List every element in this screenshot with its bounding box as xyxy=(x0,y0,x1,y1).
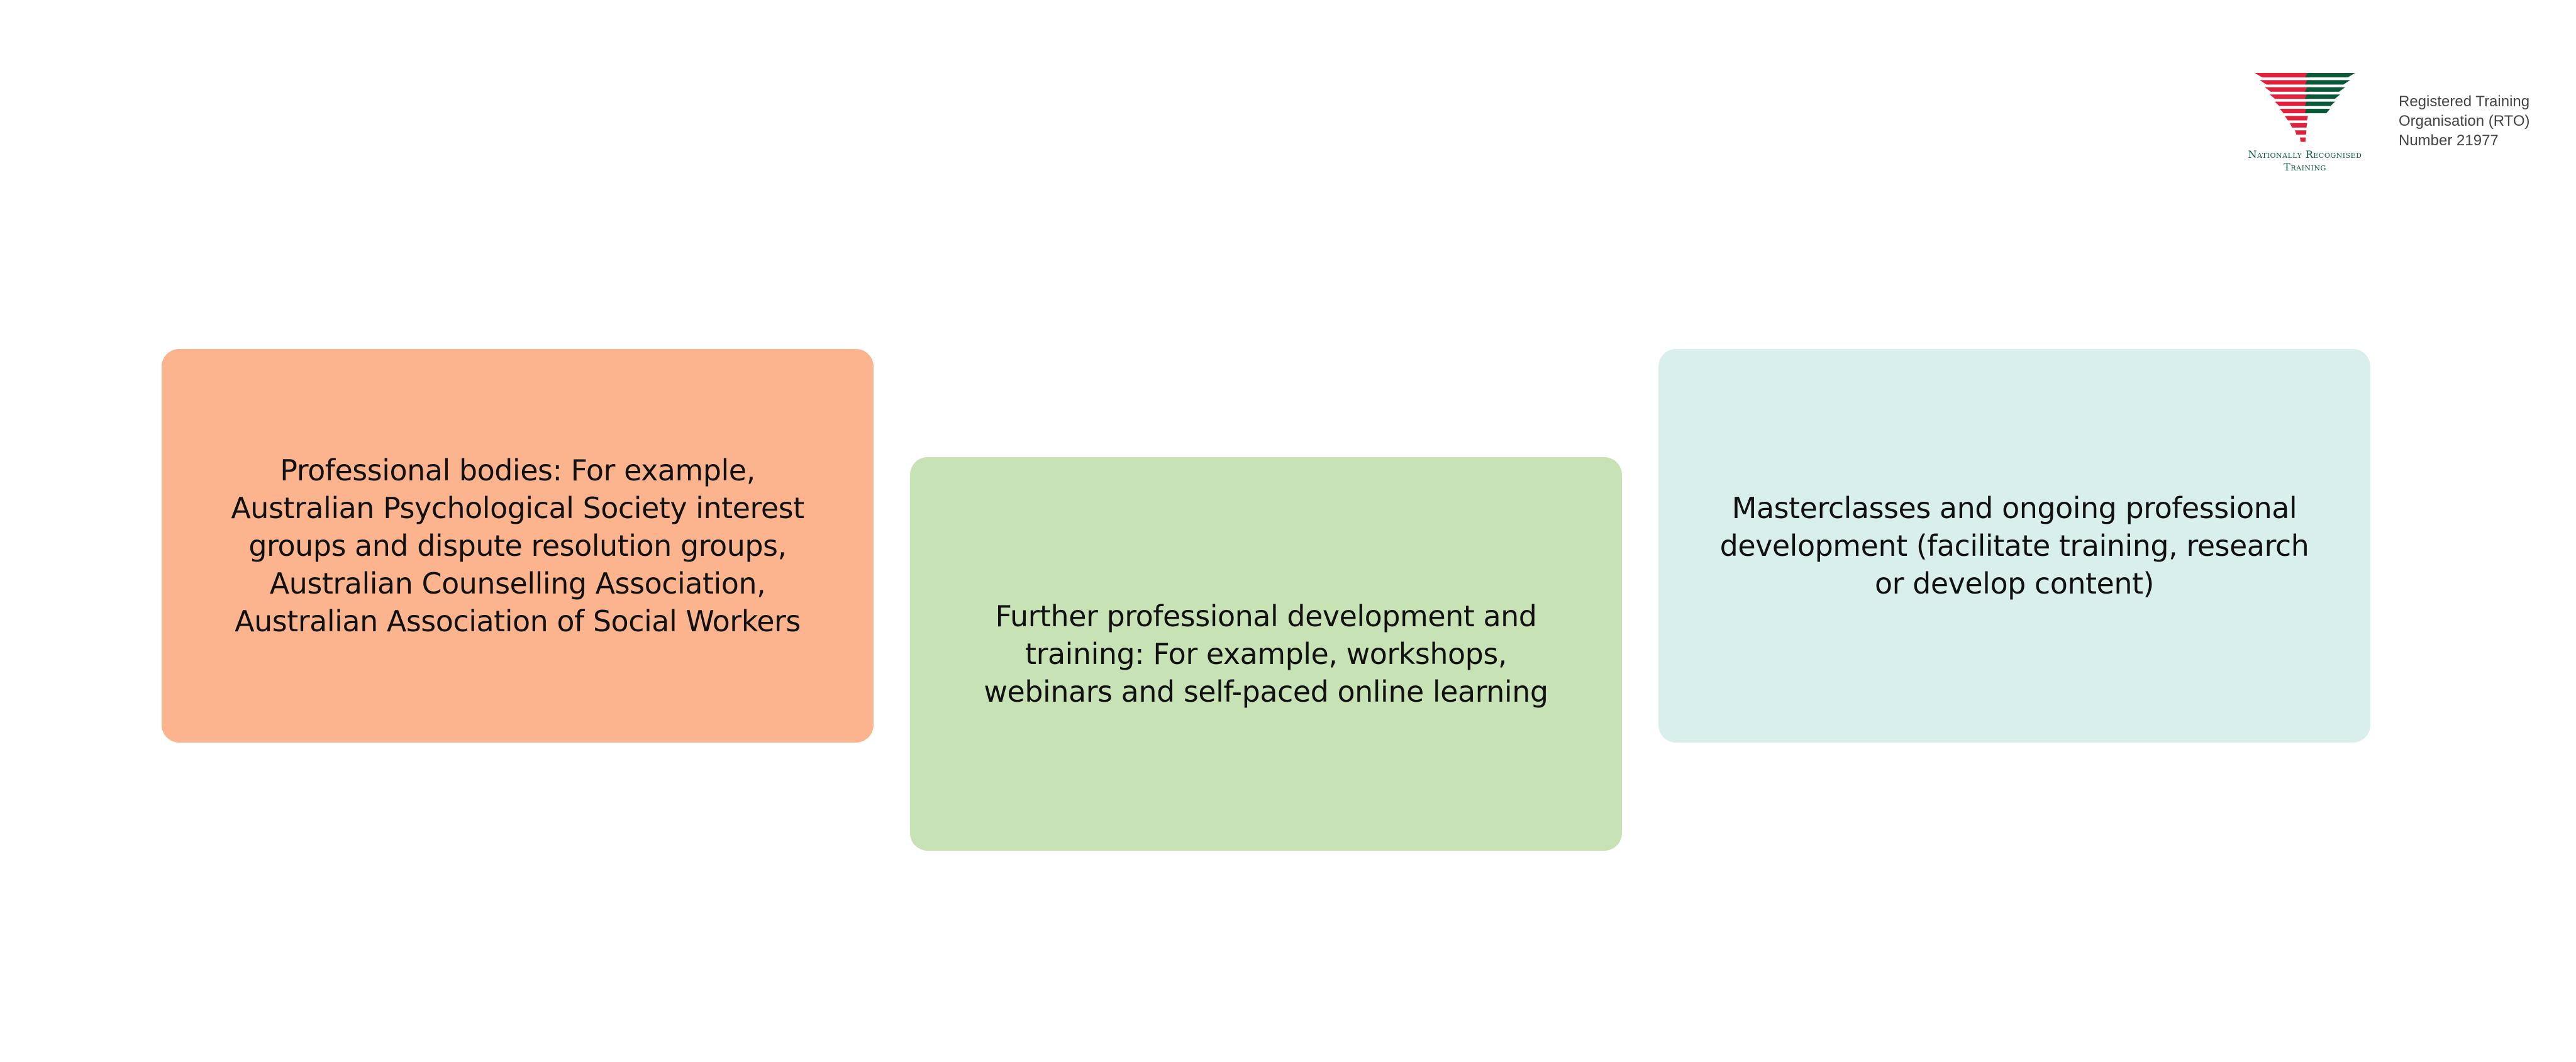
logo-red-stripe xyxy=(2285,116,2308,121)
card-further-professional-development-text: Further professional development and tra… xyxy=(984,599,1548,709)
logo-green-stripe xyxy=(2305,80,2350,85)
logo-green-stripe xyxy=(2305,87,2345,92)
logo-green-stripe xyxy=(2305,101,2335,106)
triangle-logo-icon xyxy=(2255,73,2355,142)
logo-red-stripe xyxy=(2255,73,2312,78)
nationally-recognised-training-logo: Nationally Recognised Training xyxy=(2236,69,2374,179)
logo-text-line-2: Training xyxy=(2284,161,2326,173)
logo-red-stripe xyxy=(2280,109,2309,114)
logo-red-stripe xyxy=(2295,130,2307,135)
card-professional-bodies-text: Professional bodies: For example, Austra… xyxy=(231,453,804,638)
logo-green-stripe xyxy=(2305,109,2330,114)
logo-red-stripe xyxy=(2300,137,2306,142)
logo-green-stripe xyxy=(2305,73,2355,78)
rto-info-line-1: Registered Training xyxy=(2399,93,2530,110)
rto-info-line-3: Number 21977 xyxy=(2399,132,2499,149)
rto-info-line-2: Organisation (RTO) xyxy=(2399,113,2530,130)
logo-red-stripe xyxy=(2275,101,2310,106)
card-masterclasses: Masterclasses and ongoing professional d… xyxy=(1658,349,2370,743)
logo-red-stripe xyxy=(2290,123,2307,128)
logo-red-stripe xyxy=(2270,94,2311,99)
logo-green-stripe xyxy=(2305,94,2340,99)
rto-info: Registered Training Organisation (RTO) N… xyxy=(2399,92,2562,150)
logo-text-line-1: Nationally Recognised xyxy=(2248,148,2362,160)
card-masterclasses-text: Masterclasses and ongoing professional d… xyxy=(1719,491,2309,600)
logo-red-stripe xyxy=(2265,87,2311,92)
card-further-professional-development: Further professional development and tra… xyxy=(910,457,1622,851)
logo-red-stripe xyxy=(2260,80,2312,85)
card-professional-bodies: Professional bodies: For example, Austra… xyxy=(162,349,874,743)
